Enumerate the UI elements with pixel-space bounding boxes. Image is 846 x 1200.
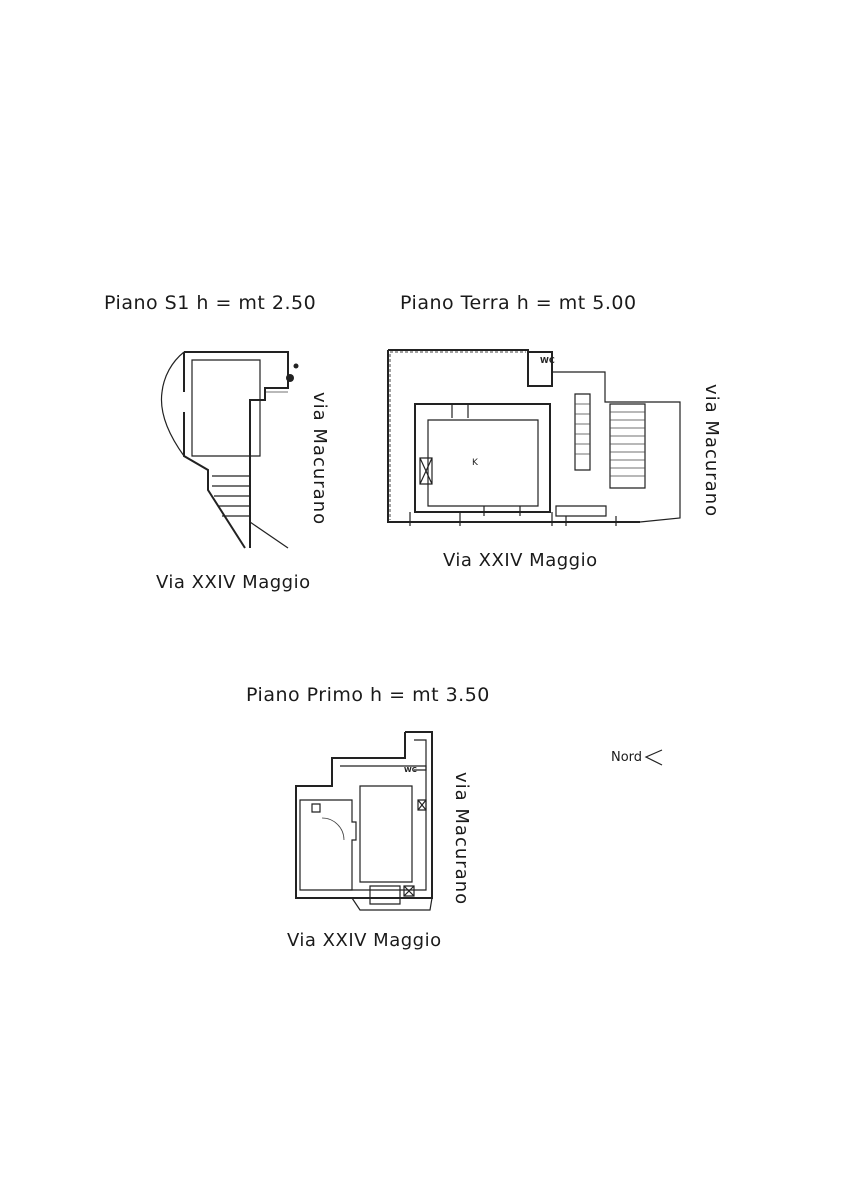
- ground-wc-label: WC: [540, 356, 555, 365]
- first-wc-label: WC: [404, 766, 417, 774]
- basement-street-south: Via XXIV Maggio: [156, 572, 311, 593]
- north-arrow-icon: [644, 749, 663, 766]
- first-street-south: Via XXIV Maggio: [287, 930, 442, 951]
- basement-street-east: via Macurano: [309, 392, 330, 526]
- basement-plan: [160, 351, 299, 549]
- ground-plan-title: Piano Terra h = mt 5.00: [400, 292, 637, 314]
- ground-room-label: K: [472, 458, 479, 468]
- ground-plan: WC K: [387, 349, 681, 526]
- first-street-east: via Macurano: [451, 772, 472, 906]
- north-label: Nord: [611, 750, 643, 765]
- first-plan-title: Piano Primo h = mt 3.50: [246, 684, 490, 706]
- ground-street-south: Via XXIV Maggio: [443, 550, 598, 571]
- basement-plan-title: Piano S1 h = mt 2.50: [104, 292, 317, 314]
- first-plan: WC: [295, 731, 433, 911]
- ground-street-east: via Macurano: [701, 384, 722, 518]
